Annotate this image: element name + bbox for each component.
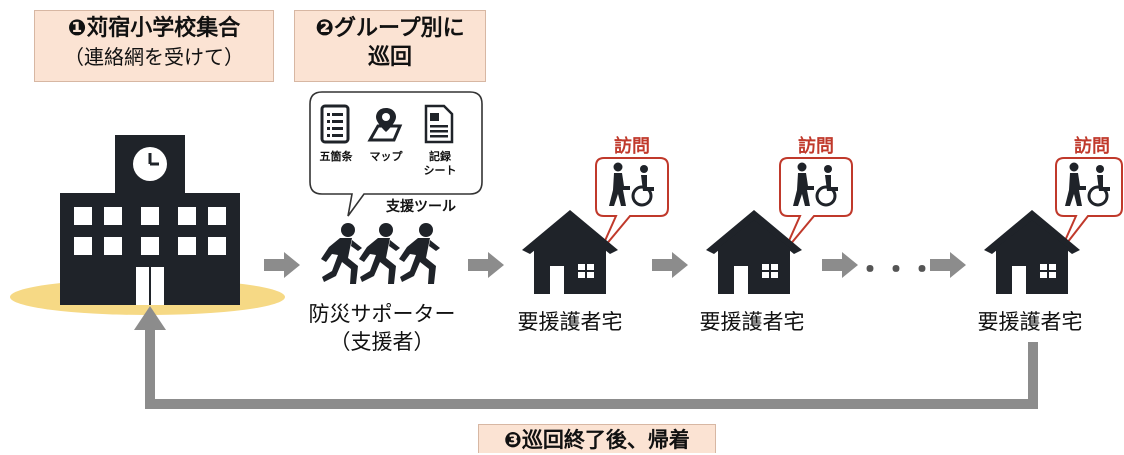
step2-line1: ❷グループ別に	[315, 16, 465, 41]
tool-label-rules: 五箇条	[319, 150, 353, 163]
house-icon	[520, 208, 620, 296]
return-arrow	[130, 300, 1050, 412]
step1-subtitle: （連絡網を受けて）	[64, 44, 244, 69]
caregiver-wheelchair-icon	[1064, 162, 1114, 208]
step2-line2: 巡回	[367, 44, 412, 70]
record-sheet-icon	[424, 104, 454, 144]
supporter-sublabel: （支援者）	[329, 330, 435, 354]
caregiver-wheelchair-icon	[792, 162, 842, 208]
house-icon	[704, 208, 804, 296]
map-pin-icon	[366, 104, 406, 144]
step3-title: ❸巡回終了後、帰着	[504, 428, 690, 452]
tool-label-record-1: 記録	[429, 150, 451, 163]
ellipsis: ・・・	[856, 253, 936, 286]
tools-caption: 支援ツール	[386, 199, 456, 215]
school-building-icon	[60, 135, 240, 305]
arrow-dots-to-home3	[928, 250, 968, 280]
home-label-2: 要援護者宅	[699, 310, 805, 334]
runners-icon	[318, 222, 448, 290]
supporter-label: 防災サポーター	[308, 302, 456, 326]
step2-box: ❷グループ別に 巡回	[294, 10, 486, 82]
arrow-home1-to-home2	[650, 250, 690, 280]
tool-label-record-2: シート	[423, 164, 457, 177]
home-label-1: 要援護者宅	[517, 310, 623, 334]
step1-box: ❶苅宿小学校集合 （連絡網を受けて）	[34, 10, 274, 82]
step3-box: ❸巡回終了後、帰着	[478, 424, 716, 453]
house-icon	[982, 208, 1082, 296]
document-list-icon	[320, 104, 350, 144]
arrow-school-to-supporter	[262, 250, 302, 280]
visit-label-2: 訪問	[798, 136, 834, 157]
tool-label-map: マップ	[369, 150, 403, 163]
home-label-3: 要援護者宅	[977, 310, 1083, 334]
arrow-home2-to-dots	[820, 250, 860, 280]
visit-label-1: 訪問	[614, 136, 650, 157]
step1-title: ❶苅宿小学校集合	[67, 16, 241, 41]
visit-label-3: 訪問	[1074, 136, 1110, 157]
caregiver-wheelchair-icon	[608, 162, 658, 208]
arrow-supporter-to-home1	[466, 250, 506, 280]
